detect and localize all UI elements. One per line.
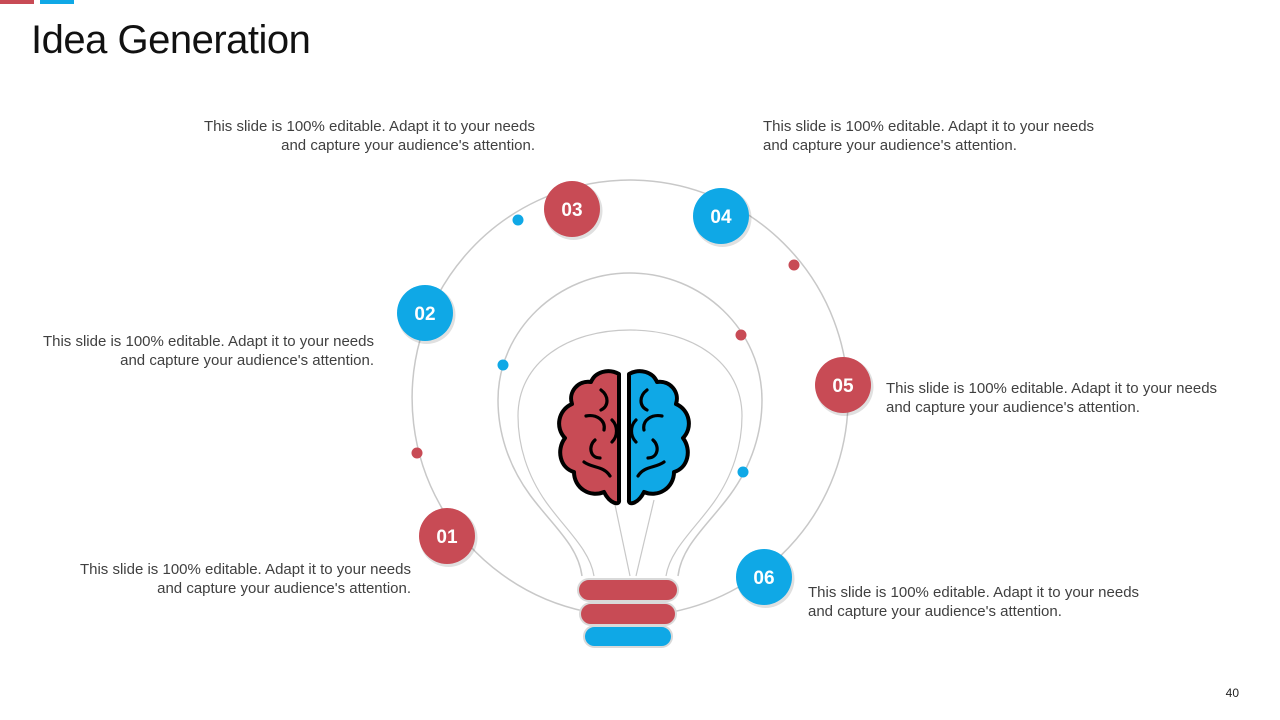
step-06-line2: and capture your audience's attention.: [808, 603, 1062, 620]
light-bulb-icon: [497, 272, 763, 577]
ring-dot: [735, 329, 747, 341]
ring-dot: [411, 447, 423, 459]
step-06-text: This slide is 100% editable. Adapt it to…: [808, 583, 1188, 621]
ring-dot: [788, 259, 800, 271]
step-03-line1: This slide is 100% editable. Adapt it to…: [203, 118, 535, 135]
step-node-04: 04: [693, 188, 752, 247]
step-01-text: This slide is 100% editable. Adapt it to…: [31, 560, 411, 598]
ring-dot: [512, 214, 524, 226]
step-04-line2: and capture your audience's attention.: [763, 137, 1017, 154]
step-03-line2: and capture your audience's attention.: [281, 137, 535, 154]
step-node-circle: [397, 285, 453, 341]
step-04-line1: This slide is 100% editable. Adapt it to…: [763, 118, 1095, 135]
step-node-circle: [693, 188, 749, 244]
step-node-circle: [736, 549, 792, 605]
step-node-05: 05: [815, 357, 874, 416]
step-01-line2: and capture your audience's attention.: [157, 580, 411, 597]
bulb-base-band-3: [583, 625, 673, 648]
page-number: 40: [1225, 686, 1239, 700]
step-03-text: This slide is 100% editable. Adapt it to…: [155, 117, 535, 155]
accent-bar-red: [0, 0, 34, 4]
bulb-base-band-1: [577, 578, 679, 602]
step-node-02: 02: [397, 285, 456, 344]
outer-ring-arc: [671, 404, 849, 613]
step-node-number: 01: [436, 527, 458, 548]
step-node-circle: [544, 181, 600, 237]
step-05-line1: This slide is 100% editable. Adapt it to…: [886, 380, 1218, 397]
step-node-number: 04: [710, 207, 732, 228]
bulb-inner-outline: [517, 329, 743, 577]
step-node-circle: [815, 357, 871, 413]
step-05-line2: and capture your audience's attention.: [886, 399, 1140, 416]
accent-bar-blue: [40, 0, 74, 4]
filament-left: [613, 499, 631, 577]
ring-dot: [497, 359, 509, 371]
step-02-line1: This slide is 100% editable. Adapt it to…: [42, 333, 374, 350]
step-node-circle: [419, 508, 475, 564]
outer-ring: [411, 179, 849, 617]
step-02-line2: and capture your audience's attention.: [120, 352, 374, 369]
step-04-text: This slide is 100% editable. Adapt it to…: [763, 117, 1143, 155]
step-06-line1: This slide is 100% editable. Adapt it to…: [808, 584, 1140, 601]
step-01-line1: This slide is 100% editable. Adapt it to…: [79, 561, 411, 578]
step-05-text: This slide is 100% editable. Adapt it to…: [886, 379, 1266, 417]
step-node-01: 01: [419, 508, 478, 567]
step-02-text: This slide is 100% editable. Adapt it to…: [0, 332, 374, 370]
step-node-number: 02: [414, 304, 435, 325]
step-node-03: 03: [544, 181, 603, 240]
slide-title: Idea Generation: [31, 18, 311, 62]
brain-icon: [557, 369, 691, 506]
step-node-number: 06: [753, 568, 774, 589]
bulb-base-band-2: [579, 602, 677, 626]
step-node-number: 05: [832, 376, 854, 397]
step-node-number: 03: [561, 200, 582, 221]
filament-right: [635, 499, 655, 577]
step-node-06: 06: [736, 549, 795, 608]
ring-dot: [737, 466, 749, 478]
